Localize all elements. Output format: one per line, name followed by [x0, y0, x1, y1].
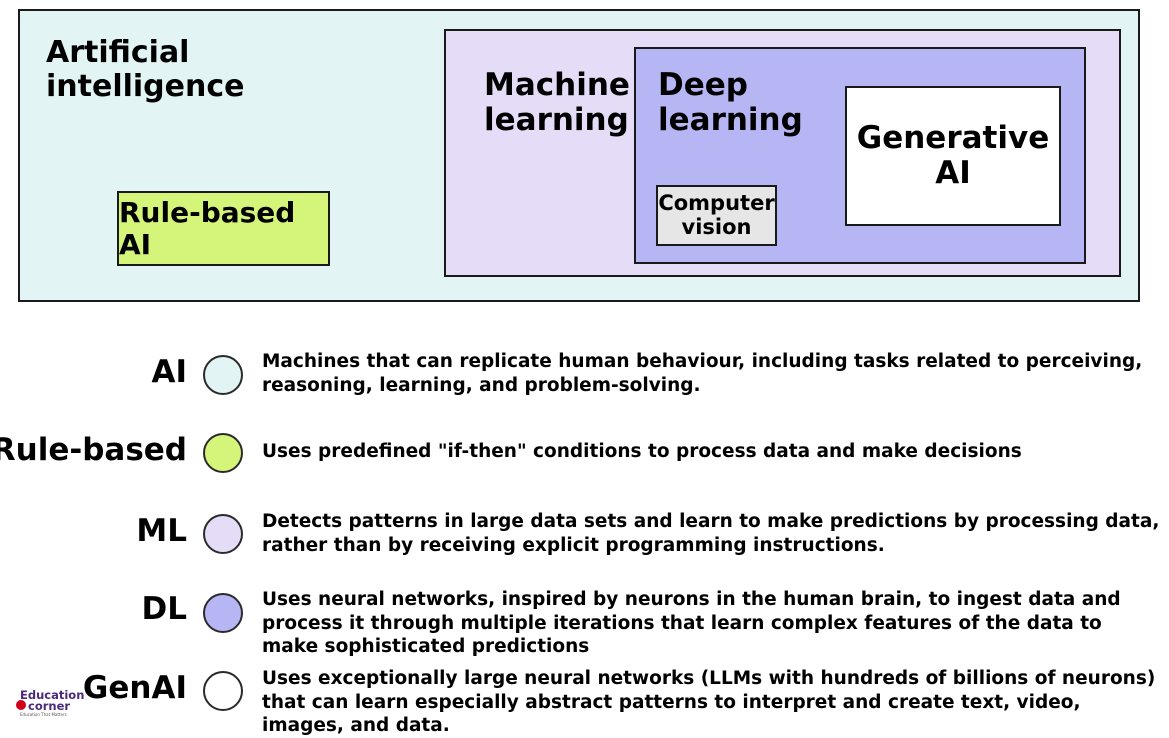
legend-term: ML: [136, 513, 187, 549]
rule-based-ai-label: Rule-based AI: [119, 196, 296, 261]
legend-description: Uses exceptionally large neural networks…: [262, 668, 1156, 737]
rule-based-ai-box: Rule-based AI: [117, 191, 330, 266]
generative-ai-box: Generative AI: [845, 86, 1061, 226]
legend-swatch: [203, 514, 243, 554]
logo-text-line2: corner: [28, 699, 71, 713]
legend-row-ai: AI Machines that can replicate human beh…: [0, 350, 1169, 400]
legend-row-rule-based: Rule-based Uses predefined "if-then" con…: [0, 432, 1169, 477]
ai-label: Artificial intelligence: [46, 35, 245, 104]
computer-vision-box: Computer vision: [656, 185, 777, 246]
apple-icon: [16, 700, 26, 710]
legend-swatch: [203, 433, 243, 473]
computer-vision-label: Computer vision: [658, 191, 775, 239]
education-corner-logo: Education corner Education That Matters: [16, 688, 96, 717]
deep-learning-label: Deep learning: [658, 67, 803, 138]
legend-description: Detects patterns in large data sets and …: [262, 511, 1160, 556]
logo-tagline: Education That Matters: [20, 712, 67, 717]
legend-term: GenAI: [82, 670, 187, 706]
legend-term: Rule-based: [0, 432, 187, 468]
legend-swatch: [203, 593, 243, 633]
legend-row-dl: DL Uses neural networks, inspired by neu…: [0, 588, 1169, 657]
legend-swatch: [203, 671, 243, 711]
legend-row-genai: GenAI Uses exceptionally large neural ne…: [0, 667, 1169, 736]
legend-row-ml: ML Detects patterns in large data sets a…: [0, 510, 1169, 560]
generative-ai-label: Generative AI: [856, 120, 1050, 191]
machine-learning-label: Machine learning: [484, 67, 630, 138]
legend-description: Machines that can replicate human behavi…: [262, 351, 1143, 396]
legend-term: AI: [151, 354, 187, 390]
legend-description: Uses predefined "if-then" conditions to …: [262, 441, 1022, 462]
legend-swatch: [203, 355, 243, 395]
legend-description: Uses neural networks, inspired by neuron…: [262, 589, 1121, 658]
legend-term: DL: [141, 591, 188, 627]
logo-text-line1: Education: [20, 688, 85, 702]
